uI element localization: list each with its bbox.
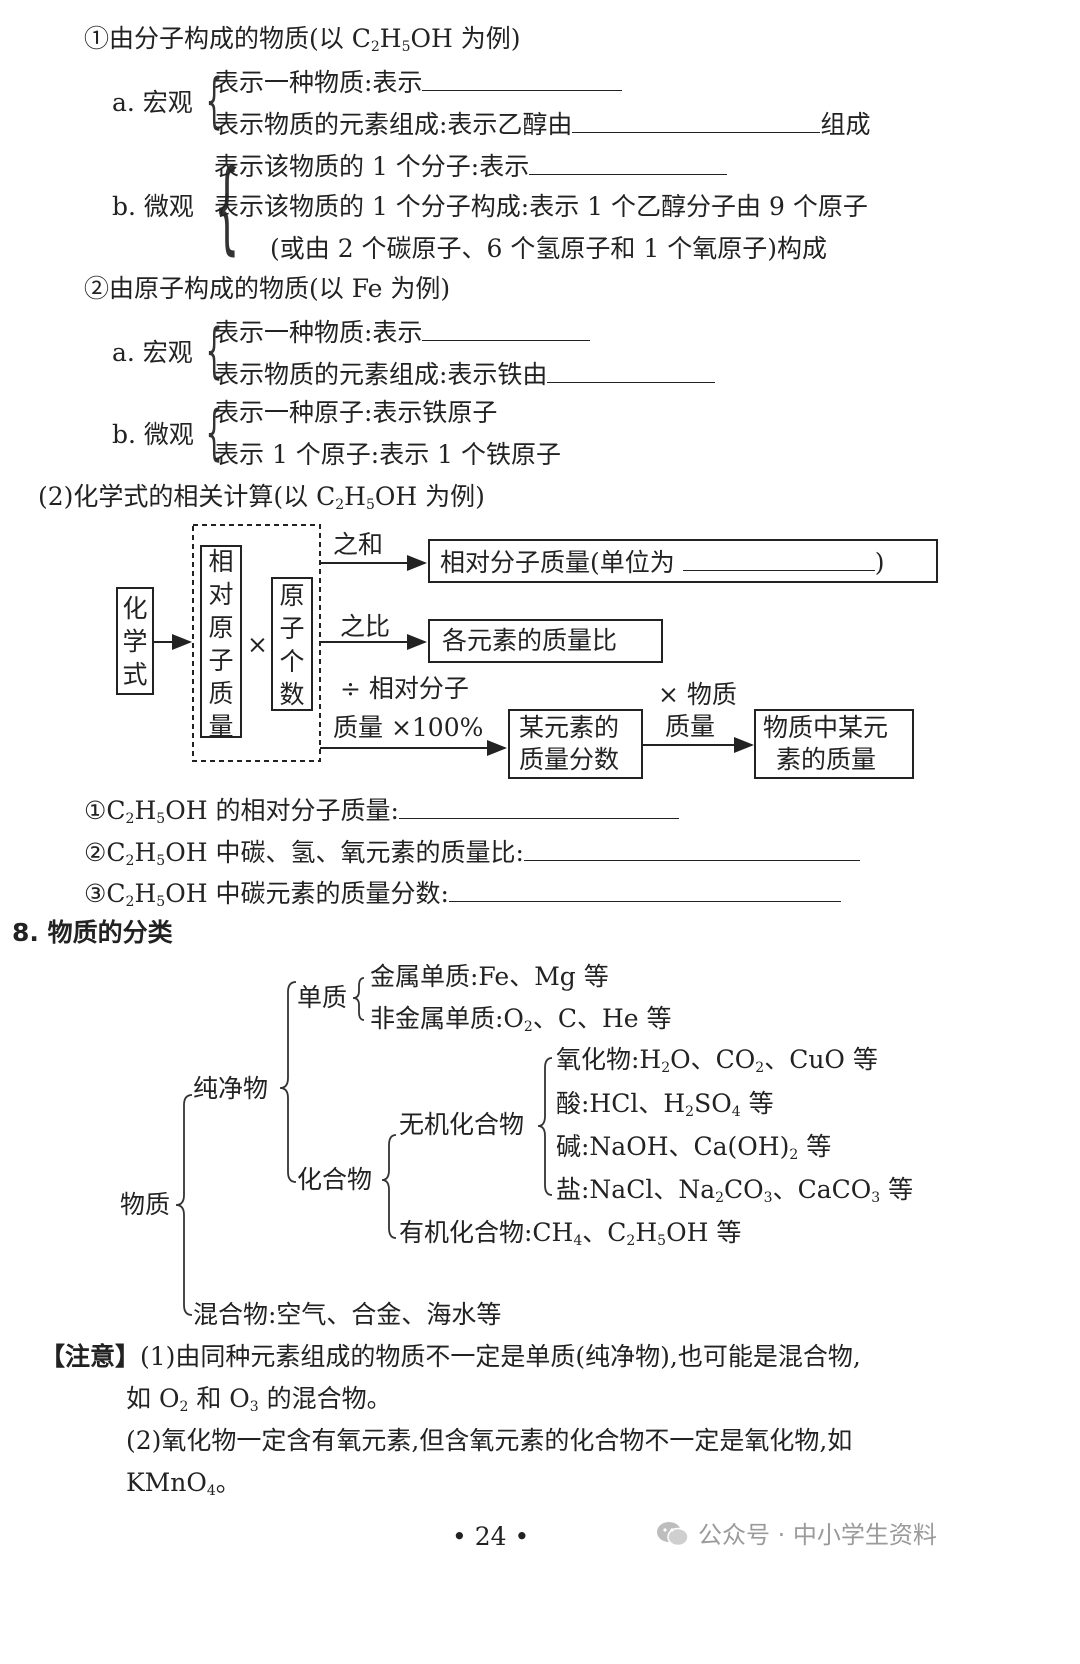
node-acid: 酸:HCl、H2SO4 等: [556, 1089, 774, 1120]
mass-fraction-text-2: 质量分数: [519, 745, 620, 774]
micro-label: b. 微观: [112, 192, 194, 221]
relative-molecular-mass-box: 相对分子质量(单位为 ): [428, 539, 938, 583]
fe-macro-label: a. 宏观: [112, 338, 193, 367]
question-3: ③C2H5OH 中碳元素的质量分数:: [84, 877, 841, 909]
label-multiply-2: 质量: [665, 712, 716, 741]
atomic-mass-box: 相对原子质量: [200, 545, 242, 741]
atom-count-box-text: 原子个数: [279, 581, 305, 709]
node-element: 单质: [297, 983, 348, 1012]
fe-macro-line-1: 表示一种物质:表示: [214, 316, 591, 348]
mass-ratio-box: 各元素的质量比: [428, 619, 663, 663]
watermark: 公众号 · 中小学生资料: [698, 1521, 937, 1549]
micro-line-1: 表示该物质的 1 个分子:表示: [214, 150, 728, 182]
times-sign: ×: [247, 630, 268, 659]
label-ratio: 之比: [340, 612, 391, 641]
brace-icon: {: [205, 398, 223, 468]
node-oxide: 氧化物:H2O、CO2、CuO 等: [556, 1045, 878, 1076]
fe-micro-line-2: 表示 1 个原子:表示 1 个铁原子: [214, 440, 562, 469]
question-1: ①C2H5OH 的相对分子质量:: [84, 794, 679, 826]
note-line-3: (2)氧化物一定含有氧元素,但含氧元素的化合物不一定是氧化物,如: [126, 1426, 853, 1455]
node-mixture: 混合物:空气、合金、海水等: [193, 1300, 502, 1329]
element-mass-text-2: 素的质量: [776, 745, 877, 774]
node-substance: 物质: [120, 1190, 171, 1219]
note-line-2: 如 O2 和 O3 的混合物。: [126, 1384, 392, 1415]
fe-micro-label: b. 微观: [112, 420, 194, 449]
calc-title: (2)化学式的相关计算(以 C2H5OH 为例): [38, 482, 485, 513]
node-inorganic-compound: 无机化合物: [399, 1110, 525, 1139]
mass-fraction-text-1: 某元素的: [519, 713, 620, 742]
note-line-1: 【注意】(1)由同种元素组成的物质不一定是单质(纯净物),也可能是混合物,: [40, 1342, 861, 1371]
node-base: 碱:NaOH、Ca(OH)2 等: [556, 1132, 832, 1163]
note-line-4: KMnO4。: [126, 1468, 241, 1499]
mass-fraction-box: 某元素的 质量分数: [508, 709, 643, 779]
fe-macro-line-2: 表示物质的元素组成:表示铁由: [214, 358, 716, 390]
macro-line-1: 表示一种物质:表示: [214, 66, 623, 98]
label-divide-1: ÷ 相对分子: [340, 674, 469, 703]
page-number: • 24 •: [452, 1522, 530, 1551]
node-salt: 盐:NaCl、Na2CO3、CaCO3 等: [556, 1175, 914, 1206]
label-divide-2: 质量 ×100%: [333, 713, 484, 742]
label-sum: 之和: [333, 530, 384, 559]
label-multiply-1: × 物质: [658, 680, 737, 709]
element-mass-box: 物质中某元 素的质量: [754, 709, 914, 779]
wechat-icon: [656, 1520, 690, 1548]
atom-count-box: 原子个数: [271, 577, 313, 711]
mass-ratio-text: 各元素的质量比: [442, 626, 618, 655]
section-heading: 8. 物质的分类: [12, 918, 173, 947]
brace-icon: {: [205, 316, 223, 386]
node-pure-substance: 纯净物: [193, 1074, 269, 1103]
question-2: ②C2H5OH 中碳、氢、氧元素的质量比:: [84, 836, 860, 868]
macro-label: a. 宏观: [112, 88, 193, 117]
formula-box: 化学式: [116, 587, 154, 695]
node-nonmetal-element: 非金属单质:O2、C、He 等: [370, 1004, 672, 1035]
element-mass-text-1: 物质中某元: [763, 713, 889, 742]
fe-micro-line-1: 表示一种原子:表示铁原子: [214, 398, 498, 427]
macro-line-2: 表示物质的元素组成:表示乙醇由组成: [214, 110, 871, 139]
fe-substance-title: ②由原子构成的物质(以 Fe 为例): [84, 274, 451, 303]
micro-line-2: 表示该物质的 1 个分子构成:表示 1 个乙醇分子由 9 个原子: [214, 192, 868, 221]
formula-box-text: 化学式: [122, 594, 148, 689]
calc-diagram-lines: [153, 524, 754, 762]
c2h5oh-substance-title: ①由分子构成的物质(以 C2H5OH 为例): [84, 24, 521, 55]
brace-icon: {: [205, 66, 223, 136]
node-compound: 化合物: [297, 1165, 373, 1194]
micro-line-3: (或由 2 个碳原子、6 个氢原子和 1 个氧原子)构成: [270, 234, 827, 263]
node-metal-element: 金属单质:Fe、Mg 等: [370, 962, 609, 991]
brace-icon: {: [214, 148, 240, 265]
relative-molecular-mass-text: 相对分子质量(单位为 ): [440, 548, 885, 577]
atomic-mass-box-text: 相对原子质量: [208, 547, 234, 741]
node-organic-compound: 有机化合物:CH4、C2H5OH 等: [399, 1218, 742, 1249]
